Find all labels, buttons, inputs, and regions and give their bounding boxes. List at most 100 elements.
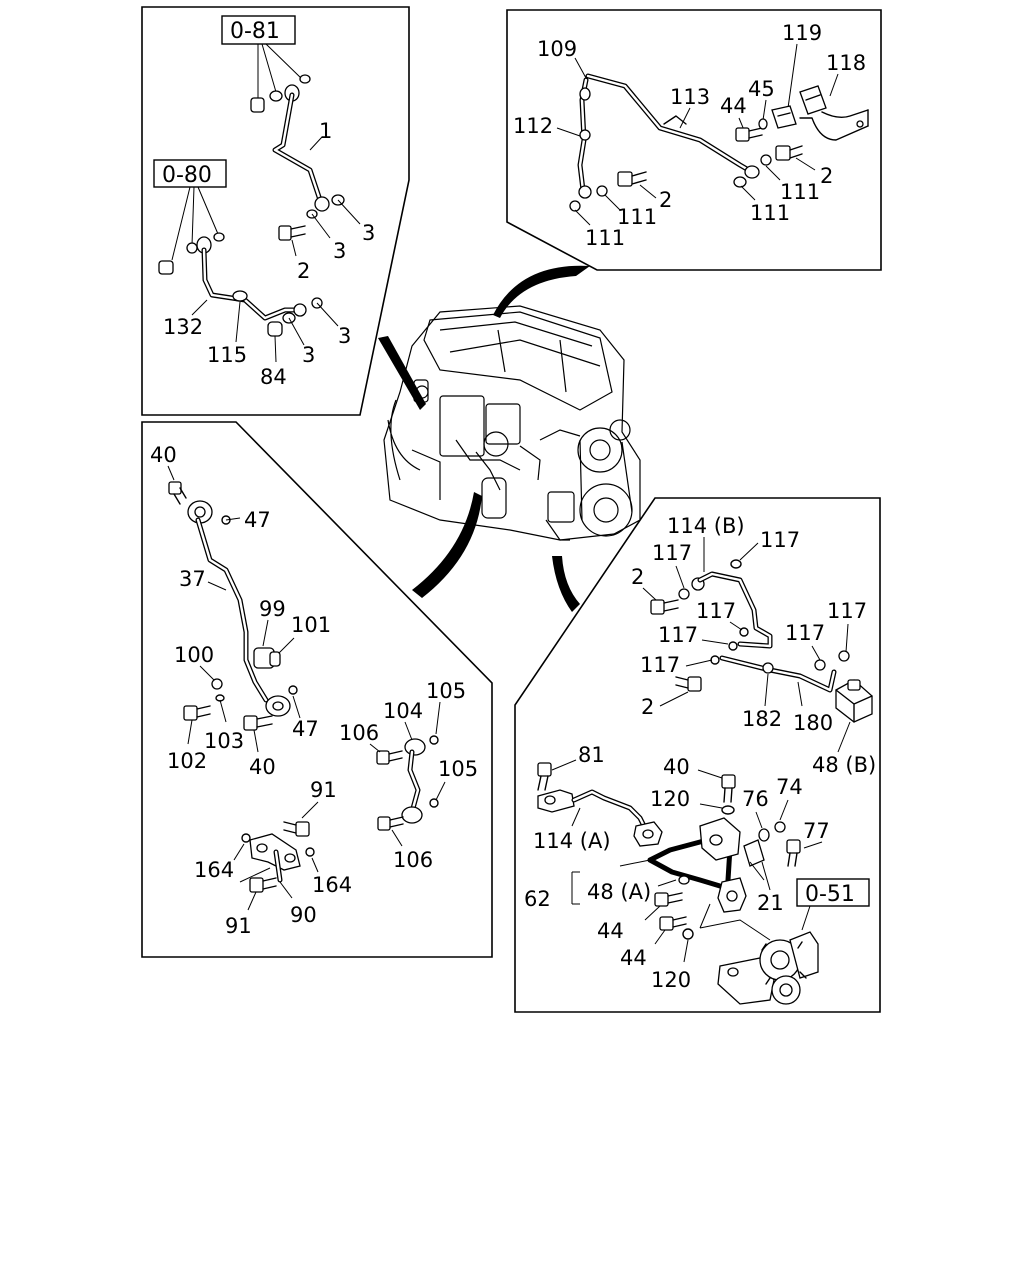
svg-text:2: 2 — [631, 565, 644, 589]
pipe-37 — [187, 500, 269, 703]
svg-text:120: 120 — [650, 787, 690, 811]
svg-text:119: 119 — [782, 21, 822, 45]
svg-text:117: 117 — [827, 599, 867, 623]
ref-box-0-80[interactable] — [153, 159, 227, 188]
svg-text:2: 2 — [641, 695, 654, 719]
svg-text:76: 76 — [742, 787, 769, 811]
svg-text:21: 21 — [757, 891, 784, 915]
svg-text:105: 105 — [438, 757, 478, 781]
svg-text:109: 109 — [537, 37, 577, 61]
svg-text:3: 3 — [302, 343, 315, 367]
svg-text:103: 103 — [204, 729, 244, 753]
svg-text:120: 120 — [651, 968, 691, 992]
ref-code-0-80: 0-80 — [162, 163, 212, 188]
block-48-b — [835, 679, 873, 723]
svg-text:37: 37 — [179, 567, 206, 591]
svg-text:111: 111 — [585, 226, 625, 250]
svg-text:2: 2 — [297, 259, 310, 283]
pipe-104 — [401, 738, 426, 824]
pipe-113 — [585, 73, 755, 175]
svg-text:40: 40 — [663, 755, 690, 779]
svg-text:106: 106 — [339, 721, 379, 745]
svg-text:47: 47 — [244, 508, 271, 532]
svg-text:113: 113 — [670, 85, 710, 109]
svg-text:117: 117 — [760, 528, 800, 552]
svg-text:3: 3 — [333, 239, 346, 263]
svg-text:3: 3 — [338, 324, 351, 348]
svg-text:44: 44 — [597, 919, 624, 943]
ref-box-0-51[interactable] — [796, 878, 870, 907]
svg-text:106: 106 — [393, 848, 433, 872]
panel-upper-left: 0-81 1 3 3 2 0-80 — [141, 6, 410, 416]
pipe-114-b — [691, 571, 773, 649]
svg-text:45: 45 — [748, 77, 775, 101]
svg-text:117: 117 — [640, 653, 680, 677]
bracket-118 — [799, 85, 869, 141]
svg-text:44: 44 — [720, 94, 747, 118]
callout-wedge-top-right — [493, 265, 590, 318]
svg-text:2: 2 — [659, 188, 672, 212]
svg-text:3: 3 — [362, 221, 375, 245]
pipe-48-a — [647, 817, 765, 913]
svg-text:111: 111 — [750, 201, 790, 225]
svg-text:180: 180 — [793, 711, 833, 735]
svg-text:111: 111 — [780, 180, 820, 204]
svg-text:77: 77 — [803, 819, 830, 843]
oil-pump-assembly — [717, 931, 819, 1005]
svg-text:74: 74 — [776, 775, 803, 799]
union-99-101 — [253, 647, 281, 669]
svg-text:81: 81 — [578, 743, 605, 767]
svg-text:91: 91 — [310, 778, 337, 802]
callout-wedge-bottom-right — [552, 556, 580, 612]
panel-lower-right-outline — [514, 497, 881, 1013]
svg-text:40: 40 — [150, 443, 177, 467]
svg-text:1: 1 — [319, 119, 332, 143]
svg-text:48 (A): 48 (A) — [587, 880, 651, 904]
svg-text:101: 101 — [291, 613, 331, 637]
ref-code-0-81: 0-81 — [230, 19, 280, 44]
svg-text:112: 112 — [513, 114, 553, 138]
svg-text:40: 40 — [249, 755, 276, 779]
panel-lower-right: 114 (B) 117 117 2 117 117 117 117 117 — [514, 497, 881, 1013]
svg-text:2: 2 — [820, 164, 833, 188]
ref-code-0-51: 0-51 — [805, 882, 855, 907]
svg-text:100: 100 — [174, 643, 214, 667]
pipe-132 — [201, 247, 303, 321]
svg-text:164: 164 — [312, 873, 352, 897]
svg-text:104: 104 — [383, 699, 423, 723]
svg-text:99: 99 — [259, 597, 286, 621]
svg-text:62: 62 — [524, 887, 551, 911]
svg-text:132: 132 — [163, 315, 203, 339]
svg-text:117: 117 — [696, 599, 736, 623]
pipe-1 — [272, 92, 323, 203]
svg-text:117: 117 — [652, 541, 692, 565]
callout-wedge-top-left — [378, 336, 426, 410]
svg-text:91: 91 — [225, 914, 252, 938]
panel-lower-left-outline — [141, 421, 493, 958]
svg-text:47: 47 — [292, 717, 319, 741]
pipe-180 — [719, 655, 837, 693]
svg-text:114 (A): 114 (A) — [533, 829, 611, 853]
panel-upper-left-outline — [141, 6, 410, 416]
svg-text:84: 84 — [260, 365, 287, 389]
panel-upper-right: 109 119 118 113 45 44 112 111 111 — [506, 9, 882, 271]
svg-text:164: 164 — [194, 858, 234, 882]
svg-text:44: 44 — [620, 946, 647, 970]
svg-text:117: 117 — [785, 621, 825, 645]
engine-assembly — [378, 265, 641, 612]
pipe-114-a — [537, 789, 663, 847]
callout-wedge-bottom-left — [412, 492, 482, 598]
flange-90 — [249, 833, 301, 883]
panel-upper-right-outline — [506, 9, 882, 271]
clamp-119 — [771, 105, 797, 129]
svg-text:90: 90 — [290, 903, 317, 927]
svg-text:102: 102 — [167, 749, 207, 773]
svg-text:117: 117 — [658, 623, 698, 647]
svg-text:48 (B): 48 (B) — [812, 753, 876, 777]
svg-text:105: 105 — [426, 679, 466, 703]
svg-text:111: 111 — [617, 205, 657, 229]
panel-lower-left: 40 47 37 99 101 100 47 — [141, 421, 493, 958]
svg-text:118: 118 — [826, 51, 866, 75]
svg-text:114 (B): 114 (B) — [667, 514, 745, 538]
